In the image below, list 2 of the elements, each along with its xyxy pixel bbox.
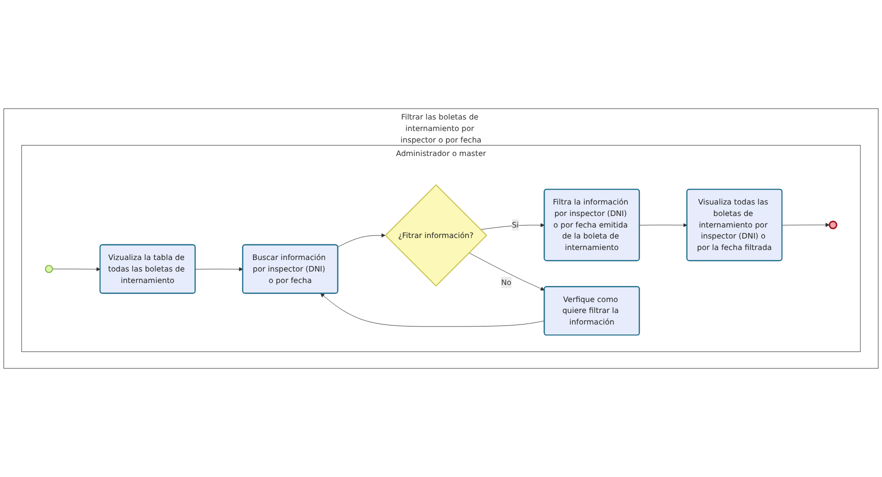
node-circle	[44, 264, 53, 274]
node-circle	[828, 220, 838, 230]
